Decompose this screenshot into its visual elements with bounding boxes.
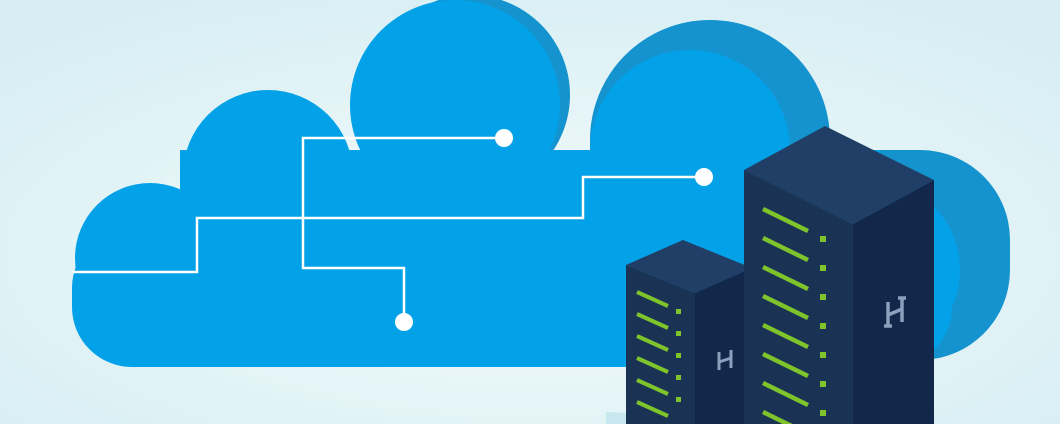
server-indicators-large [762, 206, 809, 424]
circuit-node [695, 168, 713, 186]
hosting-logo-icon [717, 350, 733, 370]
circuit-nodes [395, 129, 713, 331]
server-rack-large-icon [744, 126, 934, 424]
circuit-node [395, 313, 413, 331]
server-rack-small-icon [626, 240, 752, 424]
circuit-lines-icon [72, 136, 704, 322]
circuit-node [495, 129, 513, 147]
server-indicators-small [636, 290, 669, 418]
hosting-logo-icon [884, 296, 906, 328]
